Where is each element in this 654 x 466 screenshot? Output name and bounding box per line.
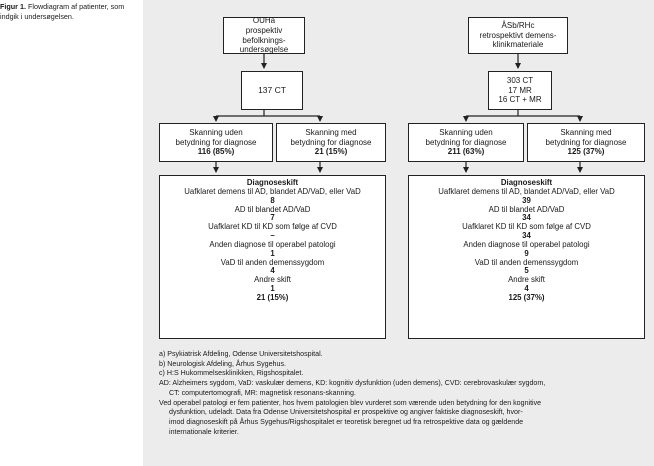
figure-caption: Figur 1. Flowdiagram af patienter, som i… [0, 2, 140, 21]
right-diag-row-6-label: Andre skift [508, 275, 545, 285]
left-diag-row-6-label: Andre skift [254, 275, 291, 285]
left-count: 137 CT [258, 84, 286, 95]
left-diag-row-5-value: 4 [270, 266, 275, 276]
note-line3: imod diagnoseskift på Århus Sygehus/Rigs… [169, 417, 524, 426]
right-diag-row-5-label: VaD til anden demenssygdom [474, 257, 579, 267]
left-diag-row-3-label: Uafklaret KD til KD som følge af CVD [208, 222, 337, 232]
right-source-name: ÅSb/RHc [501, 21, 535, 31]
right-diag-row-3-value: 34 [522, 231, 531, 241]
right-source-line3: klinikmateriale [492, 40, 544, 50]
right-diag-row-4-value: 9 [524, 248, 529, 258]
left-no-impact-line2: betydning for diagnose [175, 137, 257, 147]
left-diag-row-6-value: 1 [270, 284, 275, 294]
right-no-impact-line2: betydning for diagnose [425, 137, 507, 147]
right-diag-row-2-label: AD til blandet AD/VaD [488, 204, 565, 214]
left-diagnosis-total: 21 (15%) [256, 292, 289, 302]
left-diag-row-1-label: Uafklaret demens til AD, blandet AD/VaD,… [184, 186, 361, 196]
left-no-impact-value: 116 (85%) [197, 147, 235, 157]
right-count-ct: 303 CT [506, 76, 534, 86]
abbreviations-line2: CT: computertomografi, MR: magnetisk res… [169, 388, 356, 397]
right-diag-row-1-label: Uafklaret demens til AD, blandet AD/VaD,… [438, 186, 615, 196]
left-diagnosis-box: Diagnoseskift Uafklaret demens til AD, b… [159, 175, 386, 339]
left-diag-row-5-label: VaD til anden demenssygdom [220, 257, 325, 267]
right-count-ct-mr: 16 CT + MR [498, 95, 542, 105]
left-impact-box: Skanning med betydning for diagnose 21 (… [276, 123, 386, 162]
left-diag-row-4-value: 1 [270, 248, 275, 258]
left-diag-row-2-label: AD til blandet AD/VaD [234, 204, 311, 214]
abbreviations-line1: AD: Alzheimers sygdom, VaD: vaskulær dem… [159, 379, 546, 388]
right-source-line2: retrospektivt demens- [479, 30, 557, 40]
right-count-box: 303 CT 17 MR 16 CT + MR [488, 71, 552, 110]
left-diag-row-2-value: 7 [270, 213, 275, 223]
right-diagnosis-total: 125 (37%) [508, 292, 545, 302]
left-impact-line1: Skanning med [305, 128, 357, 138]
left-source-line3: undersøgelse [239, 45, 289, 55]
footnote-a: a) Psykiatrisk Afdeling, Odense Universi… [159, 350, 323, 358]
left-diag-row-1-value: 8 [270, 195, 275, 205]
right-diagnosis-box: Diagnoseskift Uafklaret demens til AD, b… [408, 175, 645, 339]
left-impact-line2: betydning for diagnose [290, 137, 372, 147]
right-impact-value: 125 (37%) [567, 147, 605, 157]
right-diag-row-3-label: Uafklaret KD til KD som følge af CVD [462, 222, 591, 232]
right-impact-line1: Skanning med [560, 128, 612, 138]
left-impact-value: 21 (15%) [314, 147, 348, 157]
note-line2: dysfunktion, udeladt. Data fra Odense Un… [169, 408, 523, 417]
right-no-impact-box: Skanning uden betydning for diagnose 211… [408, 123, 524, 162]
footnotes: a) Psykiatrisk Afdeling, Odense Universi… [159, 350, 647, 437]
figure-label: Figur 1. [0, 2, 26, 11]
right-no-impact-value: 211 (63%) [447, 147, 485, 157]
right-impact-line2: betydning for diagnose [545, 137, 627, 147]
left-diag-row-3-value: – [270, 231, 275, 241]
footnote-c: c) H:S Hukommelsesklinikken, Rigshospita… [159, 369, 304, 378]
right-diag-row-6-value: 4 [524, 284, 529, 294]
left-source-box: OUHa prospektiv befolknings- undersøgels… [223, 16, 305, 55]
left-source-line2: prospektiv befolknings- [242, 25, 286, 45]
left-no-impact-line1: Skanning uden [189, 128, 243, 138]
right-diag-row-5-value: 5 [524, 266, 529, 276]
right-impact-box: Skanning med betydning for diagnose 125 … [527, 123, 645, 162]
left-source-name: OUHa [252, 16, 276, 26]
left-no-impact-box: Skanning uden betydning for diagnose 116… [159, 123, 273, 162]
right-diagnosis-title: Diagnoseskift [500, 178, 553, 187]
right-diag-row-2-value: 34 [522, 213, 531, 223]
right-source-box: ÅSb/RHc retrospektivt demens- klinikmate… [468, 17, 568, 54]
right-no-impact-line1: Skanning uden [439, 128, 493, 138]
right-count-mr: 17 MR [508, 85, 532, 95]
left-diagnosis-title: Diagnoseskift [246, 178, 299, 187]
left-diag-row-4-label: Anden diagnose til operabel patologi [209, 239, 336, 249]
note-line4: internationale kriterier. [169, 427, 239, 436]
left-count-box: 137 CT [241, 71, 303, 110]
note-line1: Ved operabel patologi er fem patienter, … [159, 398, 542, 407]
right-diag-row-4-label: Anden diagnose til operabel patologi [463, 239, 590, 249]
footnote-b: b) Neurologisk Afdeling, Århus Sygehus. [159, 359, 286, 368]
right-diag-row-1-value: 39 [522, 195, 531, 205]
figure-caption-text: Flowdiagram af patienter, som indgik i u… [0, 2, 125, 21]
